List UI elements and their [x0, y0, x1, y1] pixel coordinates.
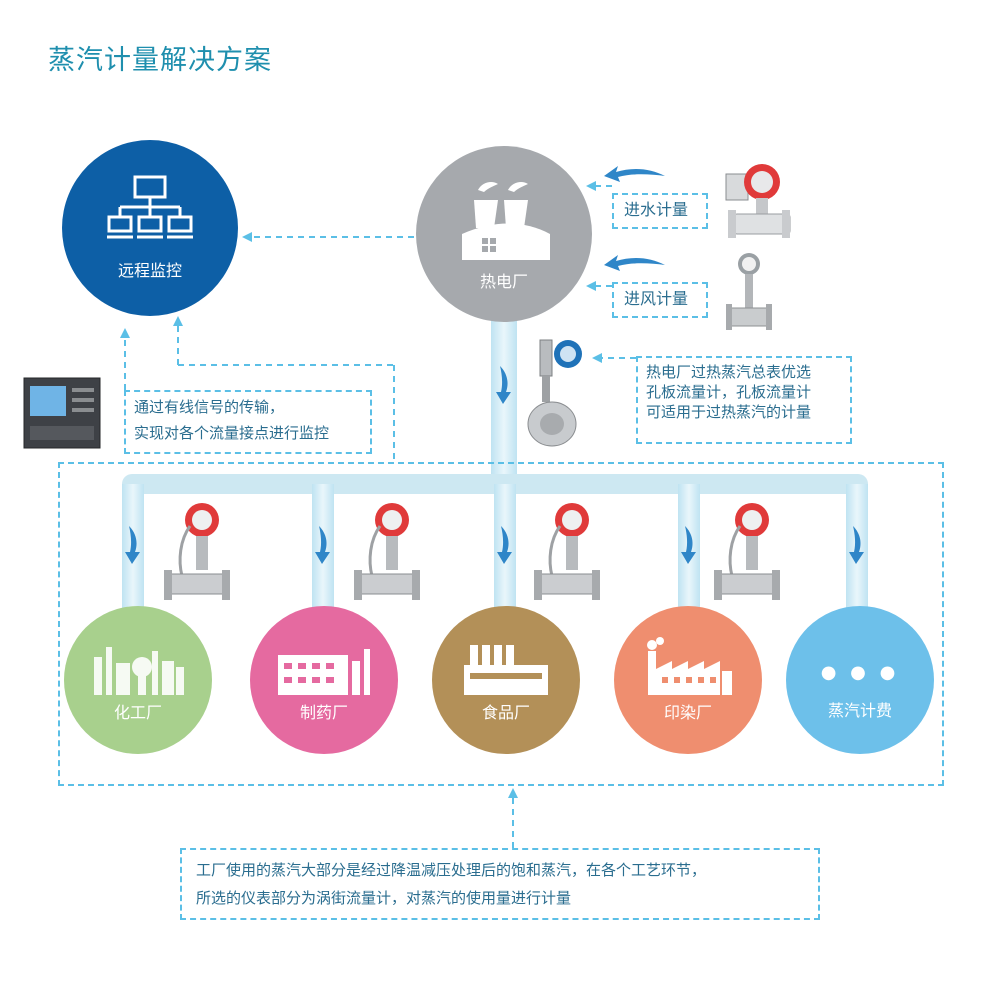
orifice-flowmeter-icon — [527, 339, 582, 447]
factories-enclosure — [58, 462, 944, 786]
steam-billing-node: ● ● ● 蒸汽计费 — [786, 606, 934, 754]
vortex-flowmeter-icon-chemical — [164, 503, 230, 600]
bottom-note-box — [180, 848, 820, 920]
network-monitor-icon — [107, 175, 193, 239]
remote-note-box — [124, 390, 372, 454]
air-metering-box — [612, 282, 708, 318]
food-plant-node: 食品厂 — [432, 606, 580, 754]
remote-monitoring-node: 远程监控 — [62, 140, 238, 316]
paperless-recorder-icon — [23, 377, 101, 449]
dyeing-plant-node: 印染厂 — [614, 606, 762, 754]
water-metering-label: 进水计量 — [624, 200, 689, 219]
power-plant-node: 热电厂 — [416, 146, 592, 322]
orifice-note-text: 热电厂过热蒸汽总表优选 孔板流量计，孔板流量计 可适用于过热蒸汽的计量 — [646, 362, 811, 422]
food-plant-icon — [464, 645, 548, 695]
remote-note-text: 通过有线信号的传输， 实现对各个流量接点进行监控 — [134, 394, 329, 446]
steam-billing-label: 蒸汽计费 — [827, 700, 892, 720]
dyeing-plant-label: 印染厂 — [663, 703, 712, 722]
chemical-plant-node: 化工厂 — [64, 606, 212, 754]
vortex-flowmeter-icon-pharma — [354, 503, 420, 600]
chemical-plant-label: 化工厂 — [113, 703, 162, 722]
pharma-plant-label: 制药厂 — [299, 703, 348, 722]
dyeing-plant-icon — [647, 637, 732, 695]
flow-arrow-icon-pharma — [315, 526, 330, 564]
flow-arrow-icon-main — [496, 366, 511, 404]
pharma-plant-icon — [278, 649, 370, 695]
remote-note-line-1: 通过有线信号的传输， — [134, 398, 285, 416]
input-arrow-icon-air — [604, 255, 665, 271]
flow-arrow-icon-chemical — [125, 526, 140, 564]
flow-arrow-icon-billing — [849, 526, 864, 564]
orifice-note-line-2: 孔板流量计，孔板流量计 — [646, 383, 812, 401]
main-pipe-vertical — [491, 318, 517, 488]
orifice-note-box — [636, 356, 852, 444]
remote-monitoring-label: 远程监控 — [117, 261, 182, 280]
bottom-note-line-2: 所选的仪表部分为涡街流量计，对蒸汽的使用量进行计量 — [196, 889, 572, 907]
input-arrow-icon-water — [604, 166, 665, 182]
pharma-plant-node: 制药厂 — [250, 606, 398, 754]
air-metering-label: 进风计量 — [624, 289, 689, 308]
more-dots-icon: ● ● ● — [820, 661, 900, 683]
electromagnetic-flowmeter-icon — [725, 164, 791, 238]
orifice-note-line-1: 热电厂过热蒸汽总表优选 — [646, 363, 812, 381]
vortex-flowmeter-icon-dyeing — [714, 503, 780, 600]
page-title: 蒸汽计量解决方案 — [48, 45, 272, 76]
food-plant-label: 食品厂 — [481, 703, 530, 722]
power-plant-label: 热电厂 — [479, 272, 528, 291]
water-metering-box — [612, 193, 708, 229]
flow-arrow-icon-food — [497, 526, 512, 564]
vortex-flowmeter-icon-air — [726, 253, 772, 330]
flow-arrow-icon-dyeing — [681, 526, 696, 564]
vortex-flowmeter-icon-food — [534, 503, 600, 600]
bottom-note-text: 工厂使用的蒸汽大部分是经过降温减压处理后的饱和蒸汽，在各个工艺环节， 所选的仪表… — [196, 856, 706, 912]
remote-note-line-2: 实现对各个流量接点进行监控 — [134, 424, 330, 442]
chemical-plant-icon — [94, 647, 184, 695]
power-plant-icon — [462, 182, 550, 260]
bottom-note-line-1: 工厂使用的蒸汽大部分是经过降温减压处理后的饱和蒸汽，在各个工艺环节， — [196, 861, 707, 879]
orifice-note-line-3: 可适用于过热蒸汽的计量 — [646, 403, 812, 421]
